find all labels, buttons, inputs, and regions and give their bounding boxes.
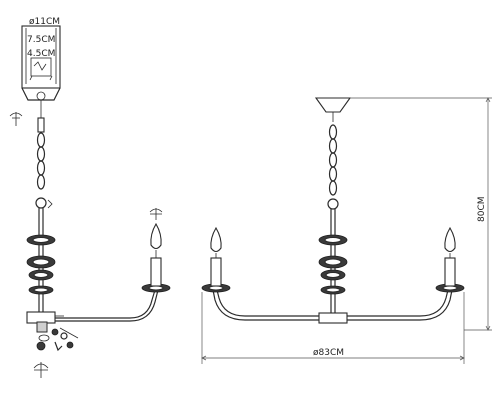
rotate-arrow-icon bbox=[9, 112, 23, 126]
chain-upper bbox=[36, 100, 46, 190]
bottom-rotate-icon bbox=[33, 362, 49, 378]
central-column bbox=[26, 208, 56, 312]
total-height-label: 80CM bbox=[477, 196, 487, 222]
canopy-height-inner-label: 4.5CM bbox=[27, 49, 55, 59]
fastener-parts bbox=[36, 321, 79, 352]
ceiling-canopy bbox=[314, 97, 352, 113]
candle-left bbox=[201, 226, 231, 293]
assembly-view: ø11CM 7.5CM 4.5CM bbox=[9, 17, 171, 378]
front-view: 80CM ø83CM bbox=[201, 97, 492, 364]
candle-right bbox=[435, 226, 465, 293]
candle-side bbox=[141, 222, 171, 293]
canopy-height-outer-label: 7.5CM bbox=[27, 35, 55, 45]
canopy-diameter-label: ø11CM bbox=[29, 17, 60, 27]
arm-left bbox=[216, 289, 319, 317]
bulb-rotate-icon bbox=[149, 208, 163, 220]
hook-ring-front bbox=[327, 198, 339, 210]
hook-ring bbox=[35, 197, 47, 209]
central-column-front bbox=[318, 209, 348, 313]
chain-front bbox=[328, 124, 338, 196]
arm-right bbox=[347, 289, 449, 317]
arm-hub-front bbox=[318, 312, 348, 324]
canopy-detail: ø11CM 7.5CM 4.5CM bbox=[21, 17, 61, 101]
arm bbox=[55, 289, 156, 319]
total-width-label: ø83CM bbox=[313, 348, 344, 358]
bottom-finial bbox=[36, 341, 46, 351]
height-dimension: 80CM bbox=[350, 97, 492, 331]
width-dimension: ø83CM bbox=[201, 292, 465, 364]
arm-hub bbox=[26, 311, 56, 324]
